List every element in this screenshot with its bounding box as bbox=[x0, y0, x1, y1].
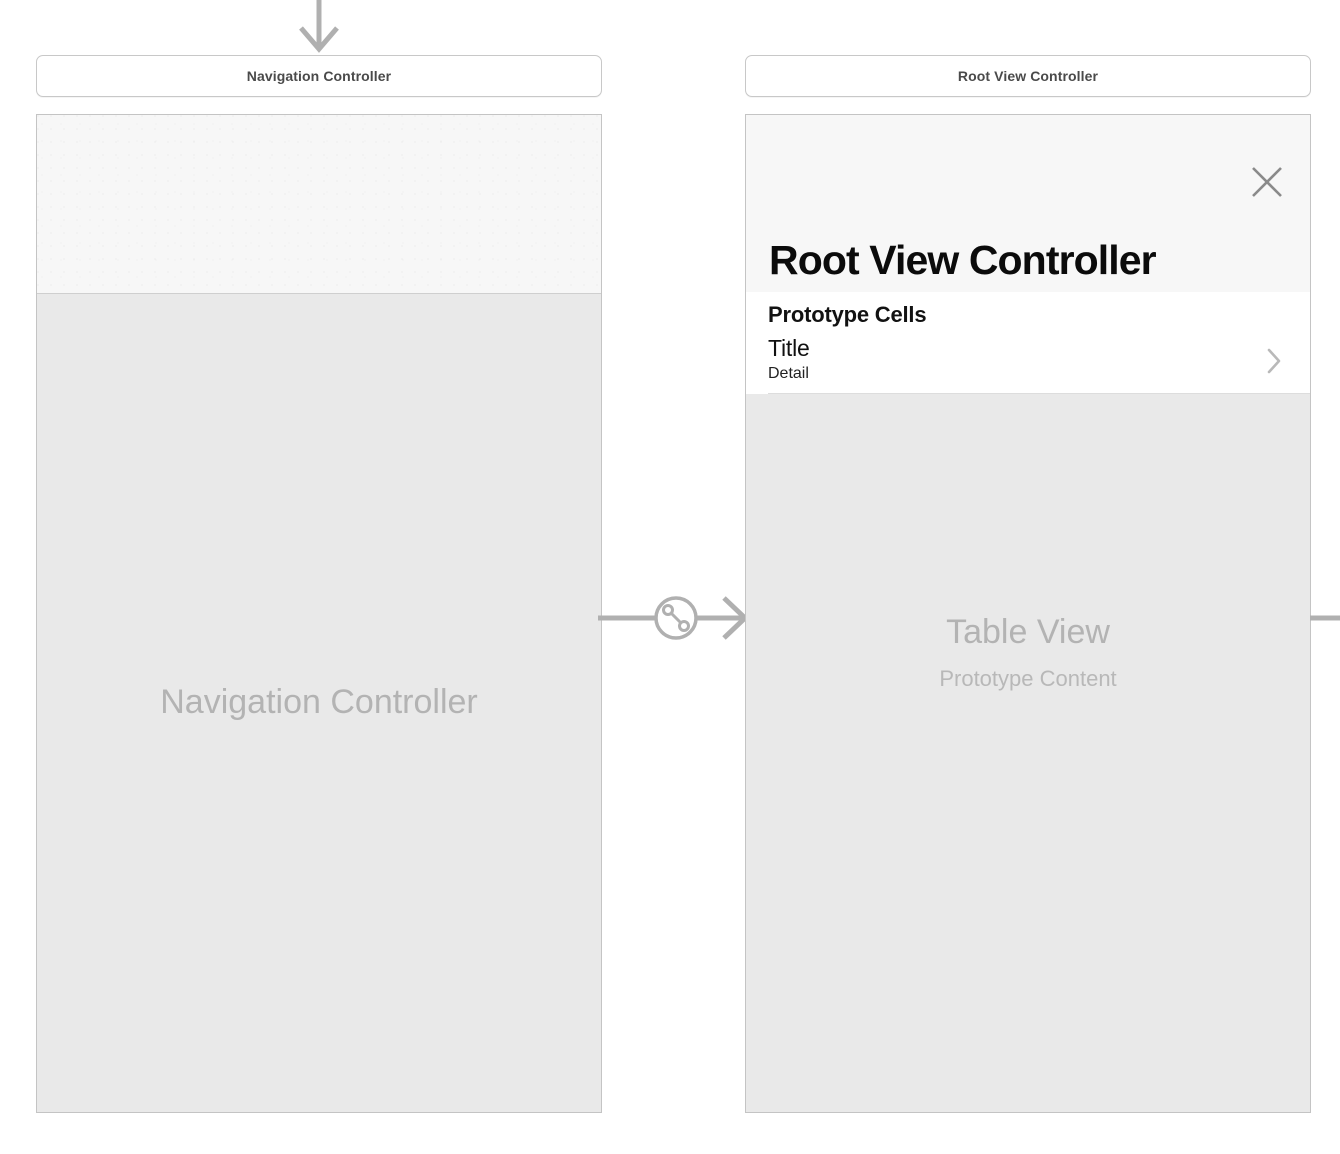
table-view-content-placeholder: Table View Prototype Content bbox=[746, 398, 1310, 1112]
scene-root-view-controller[interactable]: Root View Controller Prototype Cells Tit… bbox=[745, 114, 1311, 1113]
scene-placeholder: Navigation Controller bbox=[37, 683, 601, 721]
segue-line-icon[interactable] bbox=[1310, 611, 1340, 625]
close-icon[interactable] bbox=[1250, 165, 1284, 199]
navigation-bar-placeholder bbox=[37, 115, 601, 294]
table-view-prototype-section: Prototype Cells Title Detail bbox=[746, 292, 1310, 394]
placeholder-subtitle: Prototype Content bbox=[939, 666, 1117, 692]
relationship-segue-connector[interactable] bbox=[598, 592, 749, 644]
arrow-down-icon bbox=[296, 0, 342, 54]
navigation-controller-body: Navigation Controller bbox=[37, 294, 601, 1112]
cell-title: Title bbox=[768, 335, 810, 361]
placeholder-title: Table View bbox=[946, 613, 1110, 651]
placeholder-title: Navigation Controller bbox=[160, 683, 478, 721]
scene-placeholder: Table View Prototype Content bbox=[746, 613, 1310, 692]
large-title: Root View Controller bbox=[769, 236, 1157, 283]
table-row[interactable]: Title Detail bbox=[768, 330, 1310, 394]
section-header: Prototype Cells bbox=[768, 302, 927, 327]
scene-label-navigation-controller[interactable]: Navigation Controller bbox=[36, 55, 602, 97]
ios-navigation-bar: Root View Controller bbox=[746, 115, 1310, 293]
chevron-right-icon bbox=[1266, 347, 1282, 375]
cell-detail: Detail bbox=[768, 364, 809, 382]
scene-label-root-view-controller[interactable]: Root View Controller bbox=[745, 55, 1311, 97]
scene-navigation-controller[interactable]: Navigation Controller bbox=[36, 114, 602, 1113]
